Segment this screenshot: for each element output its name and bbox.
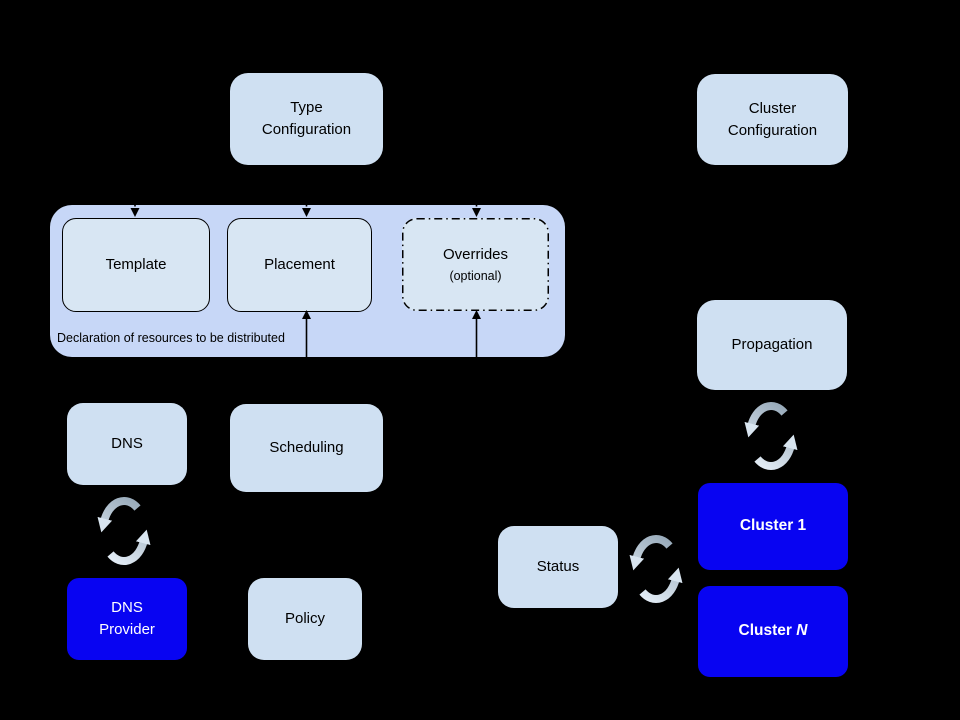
- node-dns-provider-label: DNS Provider: [99, 599, 155, 638]
- sync-icon-propagation: [751, 406, 790, 466]
- sync-icon-status: [636, 539, 675, 599]
- node-overrides-label: Overrides: [442, 246, 509, 264]
- node-status: Status: [498, 526, 618, 608]
- node-scheduling-label: Scheduling: [269, 439, 344, 457]
- node-policy: Policy: [248, 578, 362, 660]
- node-propagation: Propagation: [697, 300, 847, 390]
- node-propagation-label: Propagation: [731, 336, 813, 354]
- node-template: Template: [62, 218, 210, 312]
- node-cluster-1: Cluster 1: [698, 483, 848, 570]
- node-type-configuration: Type Configuration: [230, 73, 383, 165]
- node-cluster-configuration-label: Cluster Configuration: [727, 99, 818, 139]
- node-cluster-n-label: Cluster N: [738, 622, 808, 640]
- sync-icon-dns: [104, 501, 143, 561]
- node-overrides-sublabel: (optional): [449, 268, 502, 283]
- node-cluster-n: Cluster N: [698, 586, 848, 677]
- node-type-configuration-label: Type Configuration: [261, 99, 352, 138]
- node-policy-label: Policy: [284, 610, 325, 628]
- node-dns-label: DNS: [111, 435, 143, 453]
- node-template-label: Template: [105, 256, 167, 274]
- node-scheduling: Scheduling: [230, 404, 383, 492]
- resource-declaration-caption: Declaration of resources to be distribut…: [57, 331, 285, 345]
- node-status-label: Status: [536, 558, 580, 576]
- node-cluster-configuration: Cluster Configuration: [697, 74, 848, 165]
- node-placement: Placement: [227, 218, 372, 312]
- node-dns-provider: DNS Provider: [67, 578, 187, 660]
- node-dns: DNS: [67, 403, 187, 485]
- node-placement-label: Placement: [264, 256, 335, 274]
- node-cluster-1-label: Cluster 1: [739, 517, 807, 535]
- node-overrides: Overrides (optional): [402, 218, 549, 311]
